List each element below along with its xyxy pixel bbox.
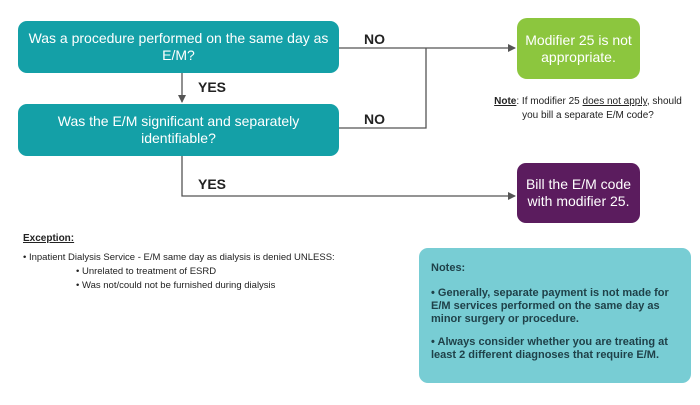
note-modifier: Note: If modifier 25 does not apply, sho… bbox=[488, 95, 688, 123]
exception-sub-item: • Unrelated to treatment of ESRD bbox=[76, 266, 217, 277]
result-bill-with-modifier: Bill the E/M code with modifier 25. bbox=[517, 163, 640, 223]
result-bill-with-modifier-text: Bill the E/M code with modifier 25. bbox=[525, 176, 632, 209]
question-significant-separate: Was the E/M significant and separately i… bbox=[18, 104, 339, 156]
notes-title: Notes: bbox=[431, 262, 466, 274]
label-yes-1: YES bbox=[198, 79, 227, 95]
exception-title: Exception: bbox=[23, 233, 75, 244]
notes-box: Notes: • Generally, separate payment is … bbox=[419, 248, 691, 383]
question-procedure-same-day-text: Was a procedure performed on the same da… bbox=[28, 30, 329, 63]
connector-q2-no bbox=[339, 48, 427, 129]
note-text-before: : If modifier 25 bbox=[516, 96, 583, 107]
result-modifier-not-appropriate-text: Modifier 25 is not appropriate. bbox=[525, 31, 632, 65]
note-text-after: , should you bill a separate E/M code? bbox=[522, 96, 682, 121]
question-significant-separate-text: Was the E/M significant and separately i… bbox=[57, 113, 300, 146]
exception-main: • Inpatient Dialysis Service - E/M same … bbox=[23, 252, 335, 263]
label-no-1: NO bbox=[364, 31, 385, 47]
exception-sub-item: • Was not/could not be furnished during … bbox=[76, 280, 276, 291]
notes-item: • Generally, separate payment is not mad… bbox=[431, 287, 669, 325]
result-modifier-not-appropriate: Modifier 25 is not appropriate. bbox=[517, 18, 640, 79]
label-yes-2: YES bbox=[198, 176, 227, 192]
question-procedure-same-day: Was a procedure performed on the same da… bbox=[18, 21, 339, 73]
notes-item: • Always consider whether you are treati… bbox=[431, 336, 668, 361]
label-no-2: NO bbox=[364, 111, 385, 127]
note-label: Note bbox=[494, 96, 517, 107]
arrow-q2-to-result-yes bbox=[181, 156, 516, 200]
note-underlined: does not apply bbox=[582, 96, 647, 107]
